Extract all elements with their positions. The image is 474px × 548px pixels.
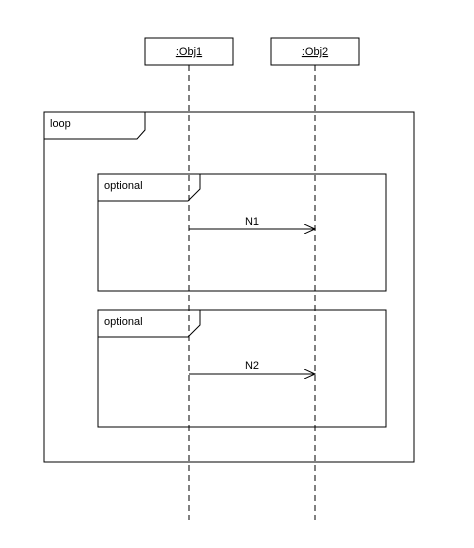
lifeline-obj2-label: :Obj2 <box>302 46 328 58</box>
optional-fragment-2: optional N2 <box>97 309 387 428</box>
lifeline-obj1-head <box>144 37 234 66</box>
optional-fragment-2-operator: optional <box>104 316 143 328</box>
optional-fragment-1-operator: optional <box>104 180 143 192</box>
optional-fragment-1-frame <box>97 173 387 292</box>
optional-fragment-2-frame <box>97 309 387 428</box>
loop-fragment-operator: loop <box>50 118 71 130</box>
optional-fragment-1-tab <box>98 174 201 202</box>
loop-fragment-tab <box>44 112 146 140</box>
optional-fragment-2-tab <box>98 310 201 338</box>
loop-fragment: loop <box>43 111 415 463</box>
lifeline-obj2-head <box>270 37 360 66</box>
message-n2-label: N2 <box>245 360 259 372</box>
message-n1-label: N1 <box>245 216 259 228</box>
lifeline-obj1: :Obj1 <box>144 37 234 520</box>
loop-fragment-frame <box>43 111 415 463</box>
lifeline-obj2: :Obj2 <box>270 37 360 520</box>
lifeline-obj1-label: :Obj1 <box>176 46 202 58</box>
optional-fragment-1: optional N1 <box>97 173 387 292</box>
